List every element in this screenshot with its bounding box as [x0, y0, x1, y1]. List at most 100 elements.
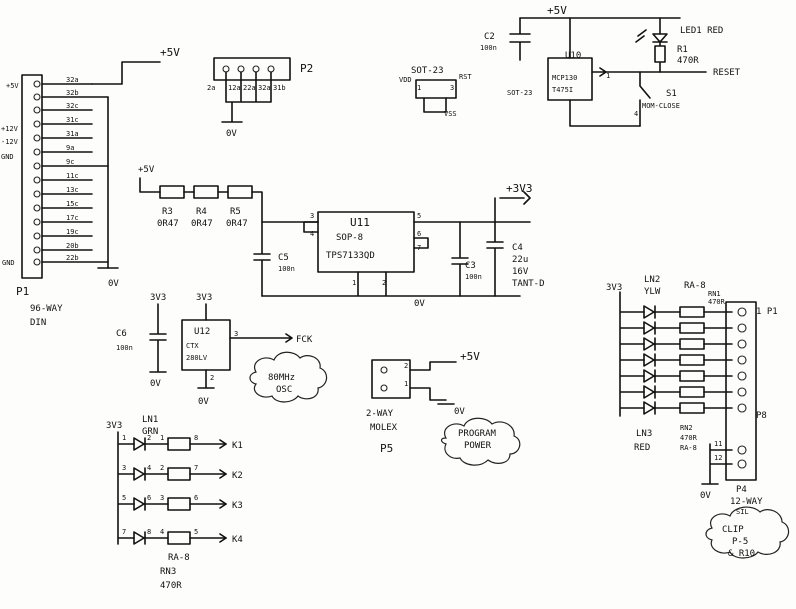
p1-rail-plus12v: +12V [1, 125, 19, 133]
p5-note-line2: POWER [464, 441, 492, 451]
p4-note-line2: P-5 [732, 537, 748, 547]
u11-part: TPS7133QD [326, 251, 375, 261]
leds-supply-label: 3V3 [606, 283, 622, 293]
rn3-pin-6: 6 [194, 494, 198, 502]
p2-pin-12a: 12a [228, 84, 241, 92]
c5-ref: C5 [278, 253, 289, 263]
rn2-ref: RN2 [680, 424, 693, 432]
c6-value: 100n [116, 344, 133, 352]
p1-supply-label: +5V [160, 46, 180, 59]
p2-pin-31b: 31b [273, 84, 286, 92]
s1-desc: MOM-CLOSE [642, 102, 680, 110]
rn3-pin-5: 3 [160, 494, 164, 502]
rn-package-top: RA-8 [684, 281, 706, 291]
p4-desc-2: SIL [736, 508, 749, 516]
u12-pin-2: 2 [210, 374, 214, 382]
osc-note-line1: 80MHz [268, 373, 295, 383]
p5-ref: P5 [380, 442, 393, 455]
u12-variant: 280LV [186, 354, 208, 362]
u11-pin-6: 6 [417, 230, 421, 238]
p2-ground-label: 0V [226, 129, 237, 139]
p5-desc-line2: MOLEX [370, 423, 398, 433]
c4-type: TANT-D [512, 279, 545, 289]
u12-supply-label: 3V3 [196, 293, 212, 303]
led1-label: LED1 RED [680, 26, 723, 36]
p4-ref: P4 [736, 485, 747, 495]
p2-pin-2a: 2a [207, 84, 215, 92]
p2-pin-32a: 32a [258, 84, 271, 92]
p1-pin-17c: 17c [66, 214, 79, 222]
rn2-value: 470R [680, 434, 698, 442]
c2-ref: C2 [484, 32, 495, 42]
key-k2: K2 [232, 471, 243, 481]
p5-pin-1: 1 [404, 380, 408, 388]
p1-rail-gnd-2: GND [2, 259, 15, 267]
p1-pin-20b: 20b [66, 242, 79, 250]
p1-ground-label: 0V [108, 279, 119, 289]
p1-pin-32a: 32a [66, 76, 79, 84]
u11-pin-1: 1 [352, 279, 356, 287]
reset-output-label: RESET [713, 68, 741, 78]
u12-ref: U12 [194, 327, 210, 337]
u11-pin-2: 2 [382, 279, 386, 287]
sot23-pin-3: 3 [450, 84, 454, 92]
ln2-ref: LN2 [644, 275, 660, 285]
key-k3: K3 [232, 501, 243, 511]
p2-ref: P2 [300, 62, 313, 75]
p1-pin-19c: 19c [66, 228, 79, 236]
c6-supply-label: 3V3 [150, 293, 166, 303]
r5-ref: R5 [230, 207, 241, 217]
s1-pin-4: 4 [634, 110, 638, 118]
ln1-pin-5: 5 [122, 494, 126, 502]
reset-supply-label: +5V [547, 4, 567, 17]
s1-ref: S1 [666, 89, 677, 99]
u11-pin-7: 7 [417, 244, 421, 252]
connector-p1: 32a 32b 32c 31c 31a 9a 9c 11c 13c 15c 17… [1, 46, 180, 328]
key-k4: K4 [232, 535, 243, 545]
r3-ref: R3 [162, 207, 173, 217]
rn3-pin-3: 2 [160, 464, 164, 472]
u12-ground-label: 0V [198, 397, 209, 407]
p1-pin-9a: 9a [66, 144, 74, 152]
ln3-color: RED [634, 443, 650, 453]
p5-supply-label: +5V [460, 350, 480, 363]
u12-pin-3: 3 [234, 330, 238, 338]
p4-desc: 12-WAY [730, 497, 763, 507]
ln1-pin-8: 8 [147, 528, 151, 536]
ln1-pin-6: 6 [147, 494, 151, 502]
rn3-package: RA-8 [168, 553, 190, 563]
osc-output-label: FCK [296, 335, 313, 345]
c4-value: 22u [512, 255, 528, 265]
r4-value: 0R47 [191, 219, 213, 229]
p5-ground-label: 0V [454, 407, 465, 417]
c6-ref: C6 [116, 329, 127, 339]
p4-pin-12: 12 [714, 454, 722, 462]
rn3-pin-5b: 5 [194, 528, 198, 536]
led-array-circuit: 3V3 LN2 YLW RA-8 RN1 470R 1 P1 P8 11 12 … [606, 275, 790, 559]
p1-pin-31c: 31c [66, 116, 79, 124]
sot23-title: SOT-23 [411, 66, 444, 76]
ln1-color: GRN [142, 427, 158, 437]
u11-ref: U11 [350, 216, 370, 229]
rn-ref-top: RN1 [708, 290, 721, 298]
reg-supply-label: +5V [138, 165, 155, 175]
r5-value: 0R47 [226, 219, 248, 229]
osc-note-line2: OSC [276, 385, 292, 395]
reg-ground-label: 0V [414, 299, 425, 309]
rn3-pin-4: 7 [194, 464, 198, 472]
p1-pin-15c: 15c [66, 200, 79, 208]
p1-desc-line2: DIN [30, 318, 46, 328]
p1-rail-minus12v: -12V [1, 138, 19, 146]
connector-p5: +5V 0V 2 1 2-WAY MOLEX P5 PROGRAM POWER [366, 350, 521, 466]
p1-pin-32c: 32c [66, 102, 79, 110]
rn3-ref: RN3 [160, 567, 176, 577]
u10-part: MCP130 [552, 74, 577, 82]
p1-pin-32b: 32b [66, 89, 79, 97]
rn2-package: RA-8 [680, 444, 697, 452]
u11-package: SOP-8 [336, 233, 363, 243]
p1-pin-31a: 31a [66, 130, 79, 138]
p1-rail-gnd: GND [1, 153, 14, 161]
p4-pin-1: 1 P1 [756, 307, 778, 317]
u10-variant: T475I [552, 86, 573, 94]
p1-pin-13c: 13c [66, 186, 79, 194]
